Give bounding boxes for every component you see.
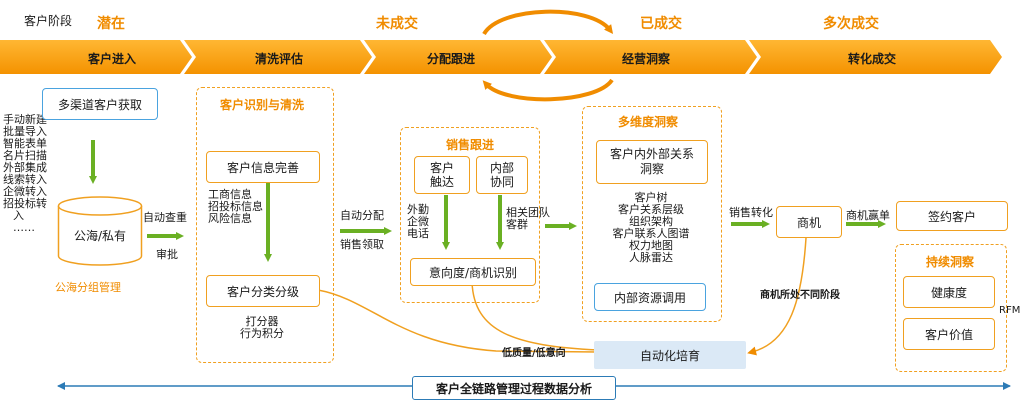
source-item: 入 [13, 209, 24, 222]
stage-note: 商机所处不同阶段 [760, 290, 840, 301]
rfm-label: RFM [999, 305, 1021, 316]
chevron-5 [749, 40, 1002, 74]
chevron-label-assign: 分配跟进 [427, 52, 476, 66]
touch-note: 电话 [407, 227, 429, 240]
source-item: 名片扫描 [3, 149, 47, 162]
continuous-container [895, 244, 1007, 372]
relation-box: 客户内外部关系洞察 [596, 140, 708, 184]
resources-box: 内部资源调用 [594, 283, 706, 311]
cylinder-shape [57, 196, 143, 266]
insight-title: 多维度洞察 [618, 115, 679, 129]
low-quality-label: 低质量/低意向 [502, 348, 566, 359]
info-item: 风险信息 [208, 212, 252, 225]
signed-box: 签约客户 [896, 201, 1008, 231]
analysis-label: 客户全链路管理过程数据分析 [435, 381, 592, 396]
classify-box: 客户分类分级 [206, 275, 320, 307]
insight-container [582, 106, 722, 322]
continuous-title: 持续洞察 [926, 255, 975, 269]
insight-item: 组织架构 [629, 215, 673, 228]
collab-note: 相关团队 [506, 206, 550, 219]
info-item: 工商信息 [208, 188, 252, 201]
insight-item: 权力地图 [629, 239, 673, 252]
stage-repeat: 多次成交 [823, 16, 879, 32]
insight-item: 人脉雷达 [629, 251, 673, 264]
source-item: …… [13, 221, 35, 234]
sales-convert-label: 销售转化 [729, 206, 773, 219]
sales-title: 销售跟进 [446, 138, 495, 152]
win-label: 商机赢单 [846, 209, 890, 222]
info-list: 工商信息 招投标信息 风险信息 [208, 189, 263, 225]
insight-item: 客户关系层级 [618, 203, 684, 216]
classify-notes: 打分器 行为积分 [230, 316, 294, 340]
chevron-label-convert: 转化成交 [848, 52, 897, 66]
pool-cylinder: 公海/私有 [57, 196, 143, 268]
source-item: 线索转入 [3, 173, 47, 186]
nurture-box: 自动化培育 [594, 341, 746, 369]
chevron-1 [0, 40, 192, 74]
identify-title: 客户识别与清洗 [220, 98, 305, 112]
stage-potential: 潜在 [97, 16, 125, 32]
stage-header-title: 客户阶段 [24, 14, 73, 28]
insight-items: 客户树 客户关系层级 组织架构 客户联系人图谱 权力地图 人脉雷达 [600, 192, 702, 264]
classify-note: 行为积分 [240, 327, 284, 340]
relation-label: 客户内外部关系洞察 [609, 147, 694, 176]
cycle-arrow-top [482, 9, 614, 36]
chevron-2 [184, 40, 372, 74]
collab-label: 内部协同 [489, 161, 514, 189]
curve-intent-to-nurture [471, 281, 599, 351]
collab-notes: 相关团队 客群 [506, 207, 550, 231]
sales-container [400, 127, 540, 303]
source-item: 企微转入 [3, 185, 47, 198]
nurture-label: 自动化培育 [639, 348, 700, 363]
curve-opportunity-to-nurture [747, 237, 807, 356]
touch-label: 客户触达 [429, 161, 454, 189]
pool-label: 公海/私有 [73, 229, 127, 243]
auto-dedup-label: 自动查重 [143, 211, 187, 224]
source-item: 智能表单 [3, 137, 47, 150]
opportunity-box: 商机 [776, 206, 842, 238]
source-item: 手动新建 [3, 113, 47, 126]
auto-assign-label: 自动分配 [340, 209, 384, 222]
chevron-label-insight: 经营洞察 [622, 52, 671, 66]
analysis-box: 客户全链路管理过程数据分析 [412, 376, 616, 400]
collab-note: 客群 [506, 218, 528, 231]
health-box: 健康度 [903, 276, 995, 308]
curve-classify-to-nurture [317, 289, 603, 357]
pool-caption: 公海分组管理 [55, 281, 121, 294]
classify-note: 打分器 [245, 315, 279, 328]
info-item: 招投标信息 [208, 200, 263, 213]
touch-box: 客户触达 [414, 156, 470, 194]
stage-closed: 已成交 [640, 16, 682, 32]
touch-note: 企微 [407, 215, 429, 228]
chevron-label-entry: 客户进入 [88, 52, 137, 66]
info-complete-box: 客户信息完善 [206, 151, 320, 183]
touch-note: 外勤 [407, 203, 429, 216]
multi-channel-box: 多渠道客户获取 [42, 88, 158, 120]
cycle-arrow-bottom [482, 78, 614, 102]
insight-item: 客户树 [634, 191, 668, 204]
chevron-label-clean: 清洗评估 [255, 52, 304, 66]
touch-notes: 外勤 企微 电话 [407, 204, 429, 240]
stage-not-closed: 未成交 [376, 16, 418, 32]
approve-label: 审批 [156, 248, 178, 261]
intent-box: 意向度/商机识别 [410, 258, 536, 286]
insight-item: 客户联系人图谱 [612, 227, 690, 240]
source-item: 招投标转 [3, 197, 47, 210]
value-box: 客户价值 [903, 318, 995, 350]
sales-claim-label: 销售领取 [340, 238, 384, 251]
identify-container [196, 87, 334, 363]
collab-box: 内部协同 [476, 156, 528, 194]
chevron-3 [364, 40, 552, 74]
chevron-4 [544, 40, 757, 74]
source-item: 外部集成 [3, 161, 47, 174]
source-item: 批量导入 [3, 125, 47, 138]
source-list: 手动新建 批量导入 智能表单 名片扫描 外部集成 线索转入 企微转入 招投标转 … [3, 114, 47, 234]
